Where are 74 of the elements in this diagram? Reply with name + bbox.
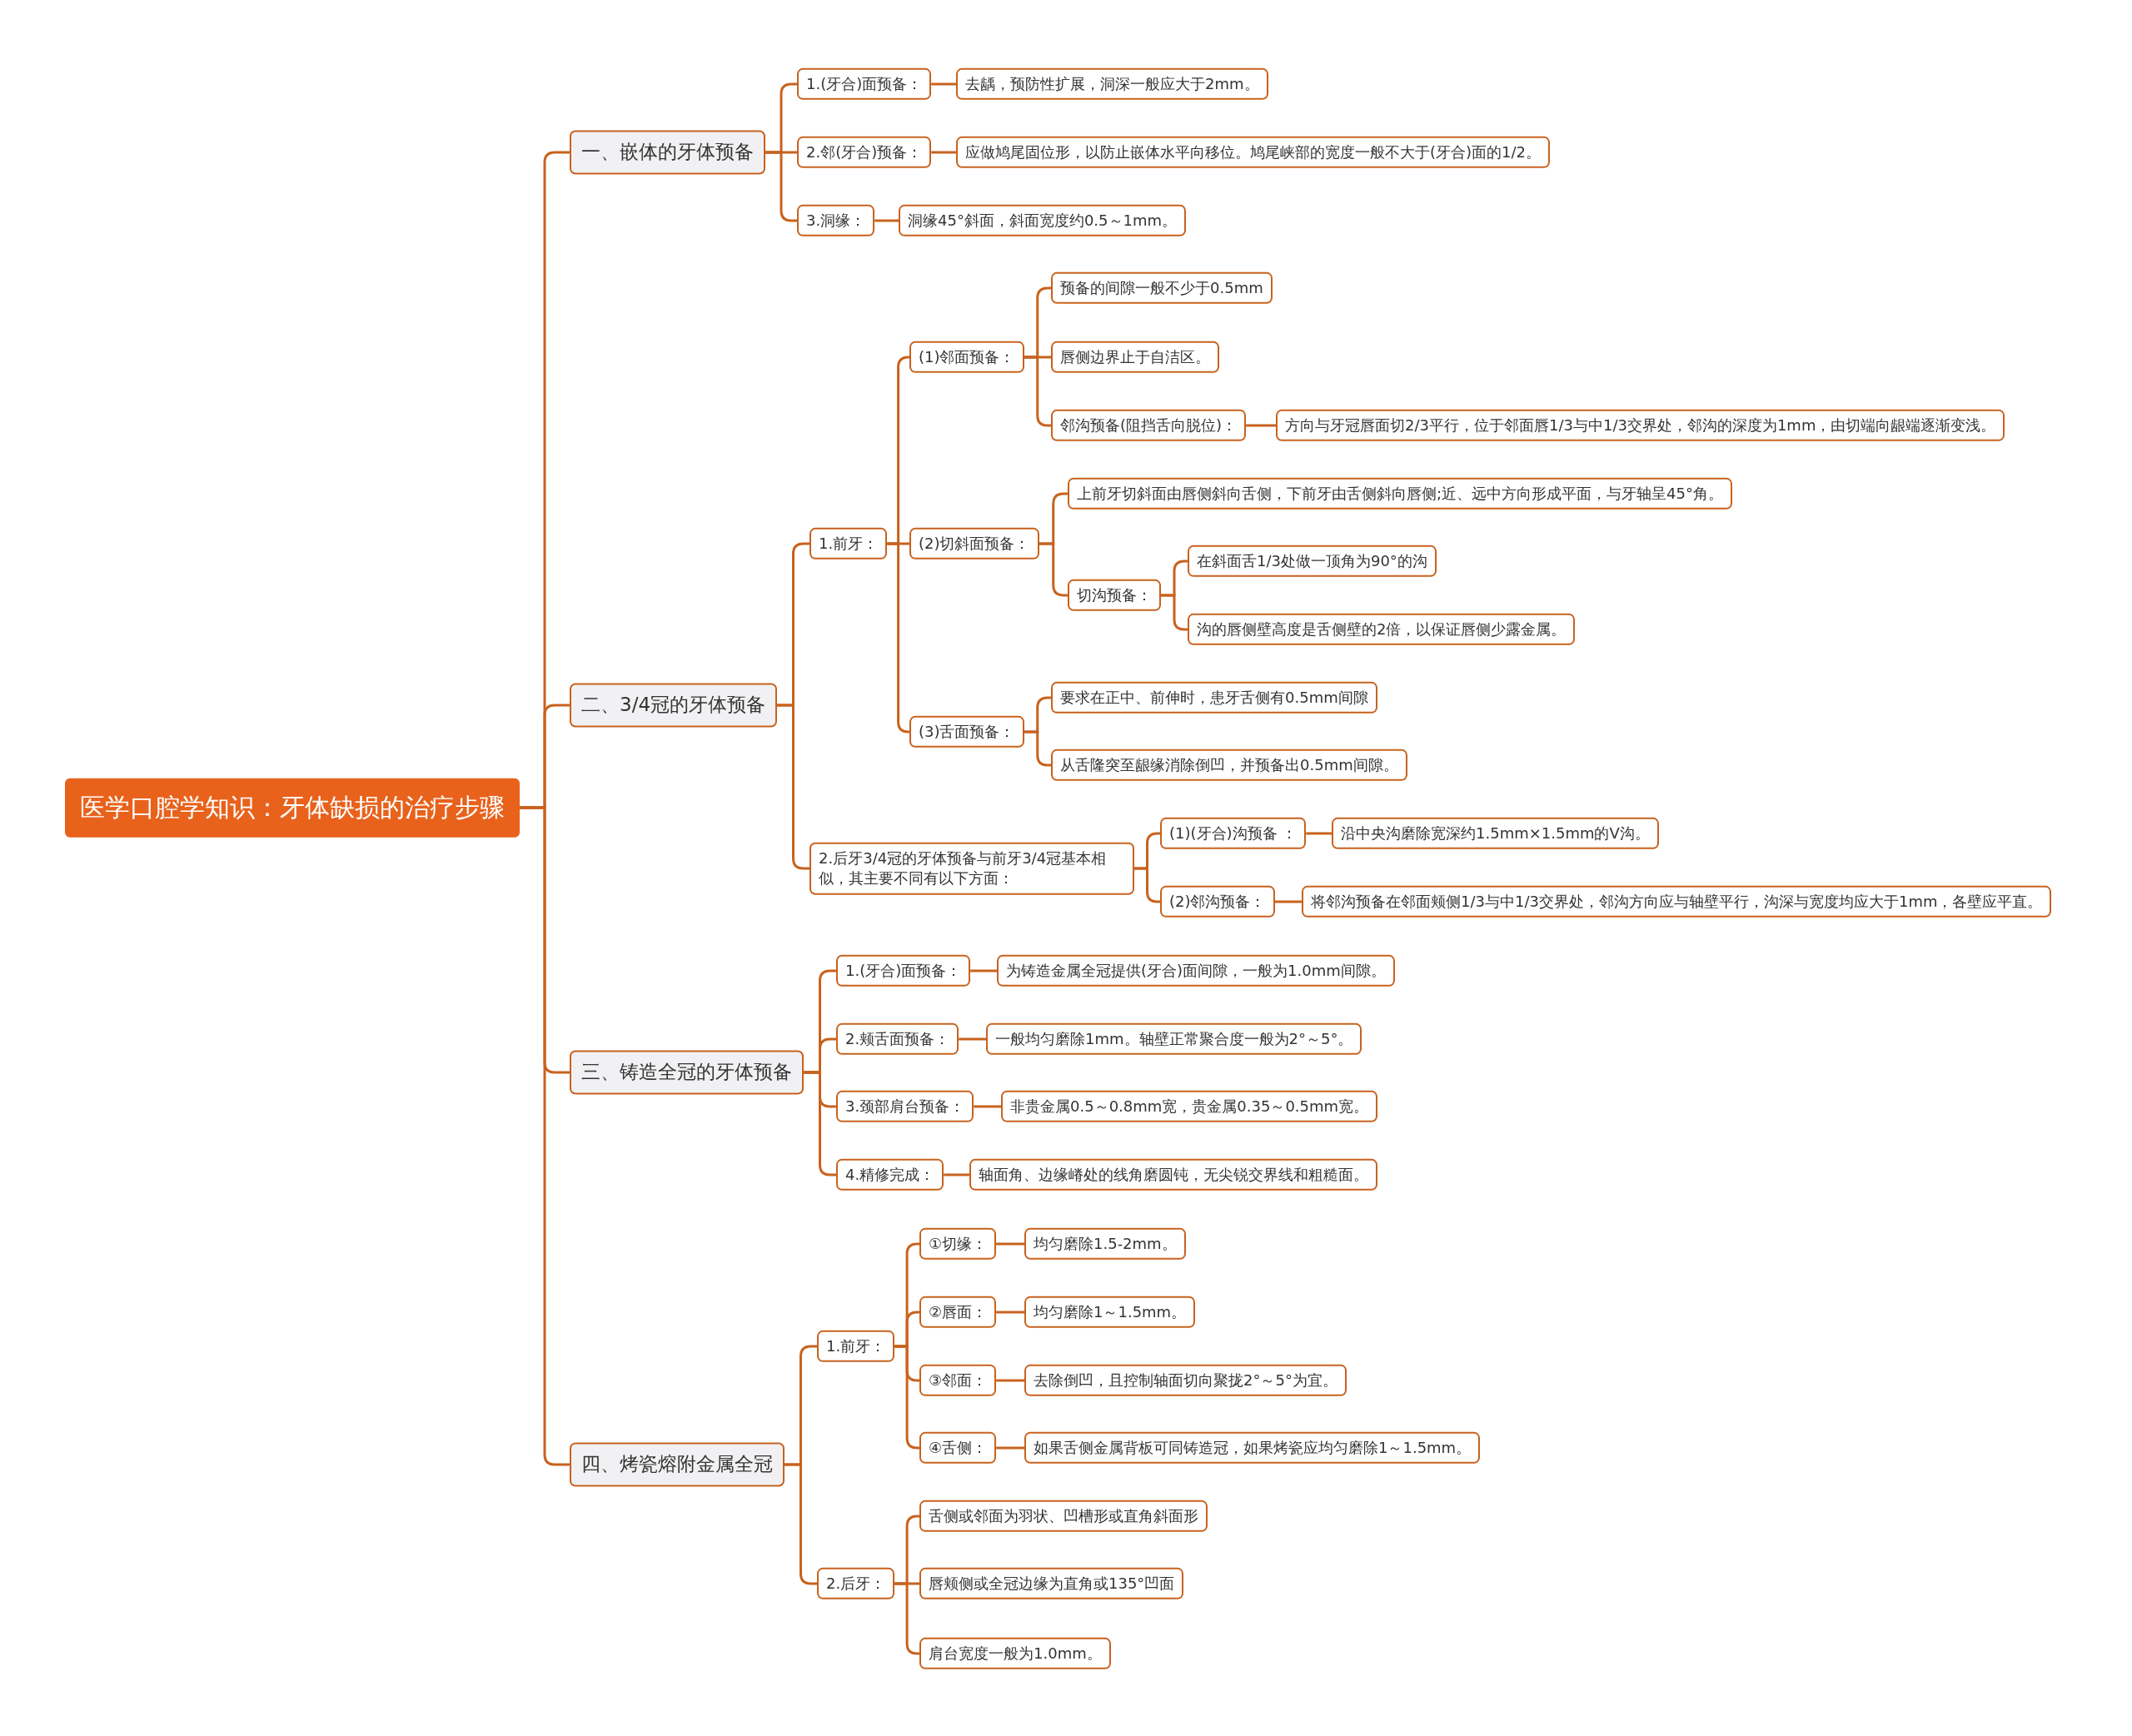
subtopic-box: 2.邻(牙合)预备： bbox=[797, 136, 932, 169]
subtopic-box: 均匀磨除1.5-2mm。 bbox=[1024, 1227, 1186, 1261]
subtopic-box: ②唇面： bbox=[919, 1296, 997, 1329]
connector-line bbox=[959, 1037, 986, 1041]
connector-line bbox=[874, 219, 899, 222]
subtopic-box: 1.前牙： bbox=[817, 1330, 895, 1363]
subtopic-box: 应做鸠尾固位形，以防止嵌体水平向移位。鸠尾峡部的宽度一般不大于(牙合)面的1/2。 bbox=[956, 136, 1550, 169]
topic-box: 一、嵌体的牙体预备 bbox=[570, 130, 765, 175]
central-topic: 医学口腔学知识：牙体缺损的治疗步骤 bbox=[65, 778, 520, 838]
subtopic-box: (1)(牙合)沟预备 ： bbox=[1160, 817, 1307, 850]
connector-line bbox=[996, 1311, 1024, 1314]
subtopic-box: ①切缘： bbox=[919, 1227, 997, 1261]
subtopic-box: 4.精修完成： bbox=[836, 1158, 944, 1191]
subtopic-box: (3)舌面预备： bbox=[909, 715, 1024, 749]
subtopic-box: 上前牙切斜面由唇侧斜向舌侧，下前牙由舌侧斜向唇侧;近、远中方向形成平面，与牙轴呈45°角。 bbox=[1068, 477, 1732, 510]
subtopic-box: (1)邻面预备： bbox=[909, 341, 1024, 374]
connector-line bbox=[931, 82, 956, 86]
subtopic-box: 去除倒凹，且控制轴面切向聚拢2°～5°为宜。 bbox=[1024, 1364, 1347, 1397]
connector-line bbox=[777, 704, 809, 870]
connector-line bbox=[996, 1446, 1024, 1450]
connector-line bbox=[804, 1071, 836, 1176]
topic-box: 四、烤瓷熔附金属全冠 bbox=[570, 1442, 785, 1487]
connector-line bbox=[970, 969, 997, 972]
connector-line bbox=[1039, 542, 1068, 597]
subtopic-box: 3.颈部肩台预备： bbox=[836, 1090, 974, 1123]
connector-line bbox=[1274, 900, 1302, 903]
subtopic-box: 唇颊侧或全冠边缘为直角或135°凹面 bbox=[919, 1567, 1184, 1600]
subtopic-box: 3.洞缘： bbox=[797, 204, 875, 237]
subtopic-box: 方向与牙冠唇面切2/3平行，位于邻面唇1/3与中1/3交界处，邻沟的深度为1mm，由切端向龈端逐渐变浅。 bbox=[1276, 409, 2005, 442]
subtopic-box: 将邻沟预备在邻面颊侧1/3与中1/3交界处，邻沟方向应与轴壁平行，沟深与宽度均应大于1mm，各壁应平直。 bbox=[1302, 885, 2052, 918]
subtopic-box: 1.(牙合)面预备： bbox=[797, 67, 932, 101]
subtopic-box: (2)切斜面预备： bbox=[909, 527, 1039, 560]
subtopic-box: 舌侧或邻面为羽状、凹槽形或直角斜面形 bbox=[919, 1500, 1208, 1533]
connector-line bbox=[1246, 424, 1276, 427]
topic-box: 三、铸造全冠的牙体预备 bbox=[570, 1050, 804, 1095]
subtopic-box: 洞缘45°斜面，斜面宽度约0.5～1mm。 bbox=[899, 204, 1187, 237]
subtopic-box: 沟的唇侧壁高度是舌侧壁的2倍，以保证唇侧少露金属。 bbox=[1188, 613, 1576, 646]
subtopic-box: 轴面角、边缘嵴处的线角磨圆钝，无尖锐交界线和粗糙面。 bbox=[969, 1158, 1377, 1191]
connector-line bbox=[1161, 594, 1188, 631]
subtopic-box: ③邻面： bbox=[919, 1364, 997, 1397]
connector-line bbox=[931, 151, 956, 154]
connector-line bbox=[785, 1463, 817, 1585]
subtopic-box: ④舌侧： bbox=[919, 1431, 997, 1465]
topic-box: 二、3/4冠的牙体预备 bbox=[570, 683, 777, 728]
connector-line bbox=[996, 1242, 1024, 1246]
subtopic-box: 去龋，预防性扩展，洞深一般应大于2mm。 bbox=[956, 67, 1268, 101]
subtopic-box: 从舌隆突至龈缘消除倒凹，并预备出0.5mm间隙。 bbox=[1051, 749, 1407, 782]
subtopic-box: 唇侧边界止于自洁区。 bbox=[1051, 341, 1219, 374]
connector-line bbox=[1134, 867, 1160, 903]
connector-line bbox=[1024, 730, 1051, 767]
subtopic-box: 一般均匀磨除1mm。轴壁正常聚合度一般为2°～5°。 bbox=[986, 1022, 1362, 1056]
subtopic-box: 在斜面舌1/3处做一顶角为90°的沟 bbox=[1188, 545, 1437, 578]
subtopic-box: 如果舌侧金属背板可同铸造冠，如果烤瓷应均匀磨除1～1.5mm。 bbox=[1024, 1431, 1481, 1465]
subtopic-box: 非贵金属0.5～0.8mm宽，贵金属0.35～0.5mm宽。 bbox=[1001, 1090, 1378, 1123]
subtopic-box: 1.(牙合)面预备： bbox=[836, 954, 971, 987]
subtopic-box: (2)邻沟预备： bbox=[1160, 885, 1275, 918]
subtopic-box: 均匀磨除1～1.5mm。 bbox=[1024, 1296, 1196, 1329]
subtopic-box: 2.颊舌面预备： bbox=[836, 1022, 959, 1056]
subtopic-box: 为铸造金属全冠提供(牙合)面间隙，一般为1.0mm间隙。 bbox=[997, 954, 1395, 987]
subtopic-box: 要求在正中、前伸时，患牙舌侧有0.5mm间隙 bbox=[1051, 681, 1377, 714]
connector-line bbox=[974, 1105, 1001, 1108]
subtopic-box: 沿中央沟磨除宽深约1.5mm×1.5mm的V沟。 bbox=[1332, 817, 1659, 850]
subtopic-box: 2.后牙： bbox=[817, 1567, 895, 1600]
connector-line bbox=[996, 1379, 1024, 1382]
connector-line bbox=[944, 1173, 969, 1176]
subtopic-box: 1.前牙： bbox=[809, 527, 888, 560]
subtopic-box: 切沟预备： bbox=[1068, 579, 1161, 612]
connector-line bbox=[1306, 832, 1332, 835]
subtopic-box: 2.后牙3/4冠的牙体预备与前牙3/4冠基本相似，其主要不同有以下方面： bbox=[809, 842, 1134, 895]
subtopic-box: 邻沟预备(阻挡舌向脱位)： bbox=[1051, 409, 1247, 442]
subtopic-box: 预备的间隙一般不少于0.5mm bbox=[1051, 271, 1273, 305]
connector-line bbox=[887, 542, 910, 734]
connector-line bbox=[765, 151, 797, 222]
subtopic-box: 肩台宽度一般为1.0mm。 bbox=[919, 1637, 1111, 1670]
